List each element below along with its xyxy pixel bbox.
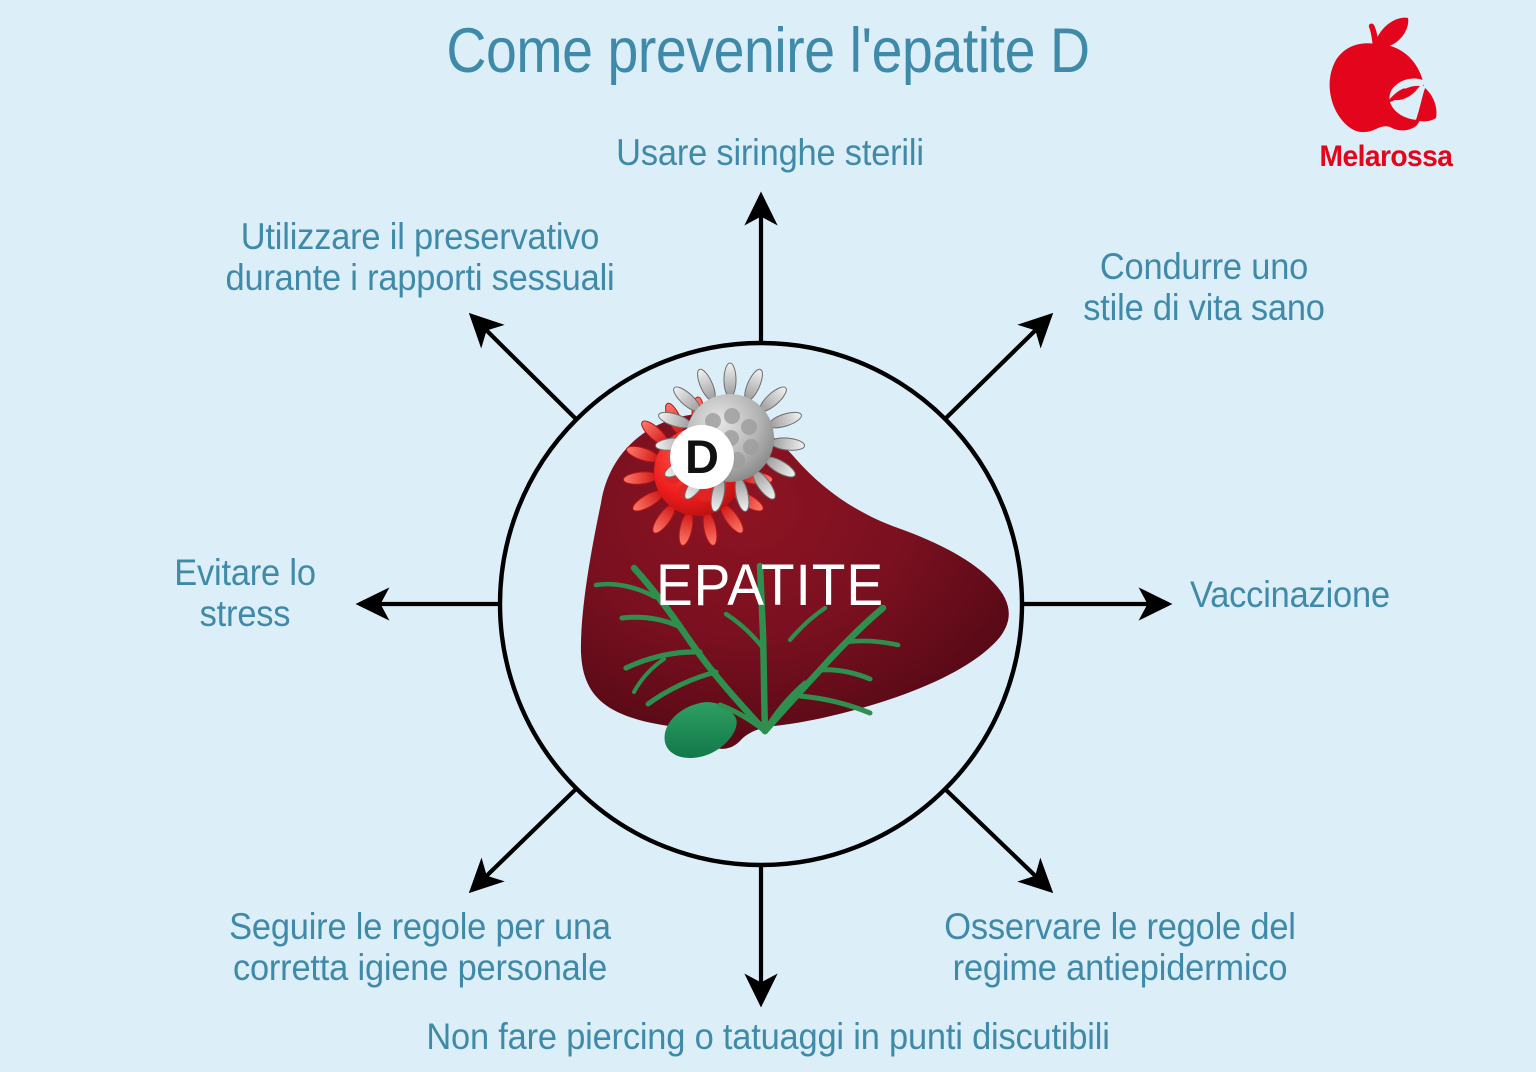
prevention-label-top-right: Condurre uno stile di vita sano: [1083, 246, 1325, 329]
liver-illustration: [580, 413, 1009, 758]
prevention-label-bottom-right: Osservare le regole del regime antiepide…: [944, 906, 1296, 989]
prevention-label-bottom: Non fare piercing o tatuaggi in punti di…: [426, 1016, 1110, 1057]
prevention-label-bottom-left: Seguire le regole per una corretta igien…: [229, 906, 611, 989]
arrow-bottom-left: [468, 787, 578, 894]
logo-wordmark: Melarossa: [1319, 140, 1453, 173]
virus-type-badge: [670, 425, 734, 489]
arrow-bottom-right: [943, 787, 1054, 894]
arrow-top-left: [468, 312, 578, 421]
hub-circle: [497, 340, 1025, 868]
bile-duct-tree: [593, 562, 901, 735]
prevention-label-right: Vaccinazione: [1190, 574, 1390, 615]
gallbladder-shape: [664, 702, 737, 758]
page-title: Come prevenire l'epatite D: [446, 16, 1090, 86]
melarossa-logo: Melarossa: [1286, 14, 1486, 184]
spoke-arrows: [355, 191, 1173, 1008]
prevention-label-left: Evitare lo stress: [174, 552, 316, 635]
prevention-label-top-left: Utilizzare il preservativo durante i rap…: [225, 216, 615, 299]
arrow-top-right: [943, 312, 1054, 421]
apple-icon: [1329, 17, 1437, 133]
prevention-label-top: Usare siringhe sterili: [616, 132, 924, 173]
